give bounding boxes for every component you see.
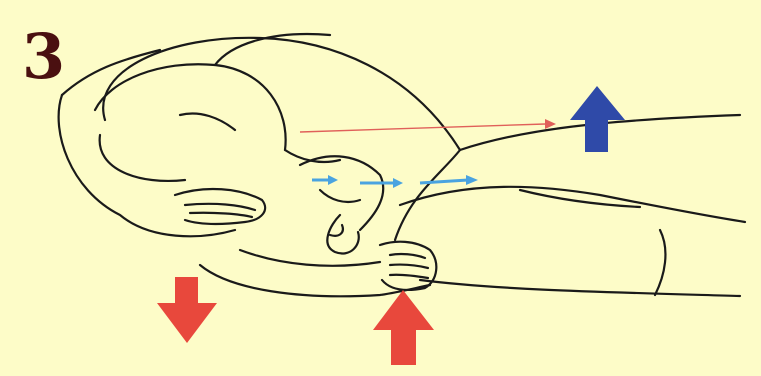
red-up-arrow-icon [373,290,434,365]
patient-body [395,115,745,296]
blue-up-arrow-icon [570,86,625,152]
red-down-arrow-icon [157,277,217,343]
blue-dashed-arrow-icon [312,175,478,188]
red-line-arrow-icon [300,119,556,132]
